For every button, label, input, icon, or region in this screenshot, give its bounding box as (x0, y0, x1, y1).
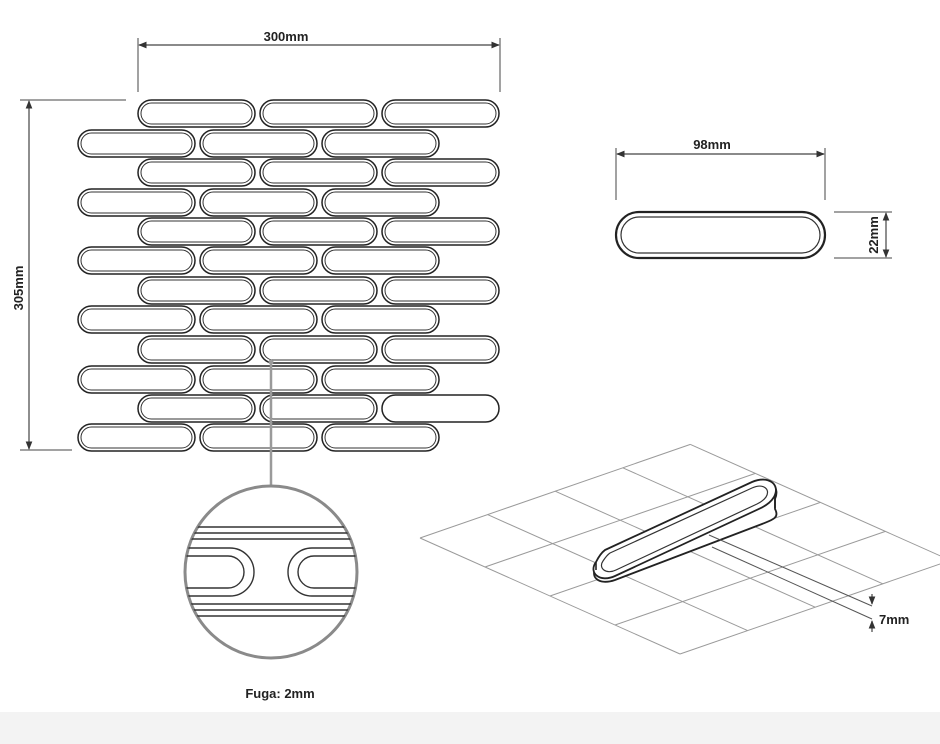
mosaic-tile (77, 129, 196, 158)
mosaic-tile (381, 276, 500, 305)
tile-width-label: 22mm (866, 216, 881, 254)
mosaic-tile (259, 276, 378, 305)
tile-length-dimension: 98mm (615, 137, 826, 200)
tile-length-label: 98mm (693, 137, 731, 152)
mosaic-tile (321, 305, 440, 334)
mosaic-tile (381, 158, 500, 187)
mosaic-tile (137, 158, 256, 187)
footer-band (0, 712, 940, 744)
grid-line (614, 530, 886, 626)
mosaic-tile (381, 217, 500, 246)
mosaic-tile (199, 423, 318, 452)
tile-thickness-dimension: 7mm (708, 534, 909, 632)
mosaic-tile (321, 423, 440, 452)
mosaic-tile (137, 276, 256, 305)
grid-line (690, 443, 940, 557)
mosaic-tile (259, 335, 378, 364)
mosaic-tile (137, 217, 256, 246)
mosaic-tile (137, 335, 256, 364)
mosaic-tile (321, 365, 440, 394)
mosaic-tile (321, 188, 440, 217)
mosaic-tile (77, 188, 196, 217)
single-tile-plan (614, 210, 827, 260)
mosaic-tile (381, 335, 500, 364)
mosaic-tile (77, 246, 196, 275)
sheet-height-label: 305mm (11, 266, 26, 311)
mosaic-tile (381, 394, 500, 423)
grout-caption: Fuga: 2mm (245, 686, 315, 701)
mosaic-tile (137, 99, 256, 128)
mosaic-tile (381, 99, 500, 128)
grid-line (679, 563, 940, 655)
mosaic-tile (77, 305, 196, 334)
mosaic-tile (77, 423, 196, 452)
sheet-height-dimension: 305mm (11, 99, 126, 451)
mosaic-tile (259, 217, 378, 246)
mosaic-tile (199, 188, 318, 217)
mosaic-tile (259, 158, 378, 187)
mosaic-tile (259, 394, 378, 423)
mosaic-tile (137, 394, 256, 423)
mosaic-tile (321, 129, 440, 158)
tile-thickness-label: 7mm (879, 612, 909, 627)
sheet-width-dimension: 300mm (137, 29, 501, 92)
joint-detail-zoom (183, 484, 359, 660)
mosaic-tile (77, 365, 196, 394)
mosaic-tile (259, 99, 378, 128)
mosaic-tile (199, 129, 318, 158)
sheet-width-label: 300mm (264, 29, 309, 44)
mosaic-tile (199, 246, 318, 275)
mosaic-sheet (77, 99, 500, 452)
tile-width-dimension: 22mm (834, 211, 892, 259)
mosaic-tile (199, 305, 318, 334)
zoom-leader (268, 359, 274, 486)
mosaic-tile (199, 365, 318, 394)
isometric-tile (592, 478, 778, 583)
mosaic-tile (321, 246, 440, 275)
